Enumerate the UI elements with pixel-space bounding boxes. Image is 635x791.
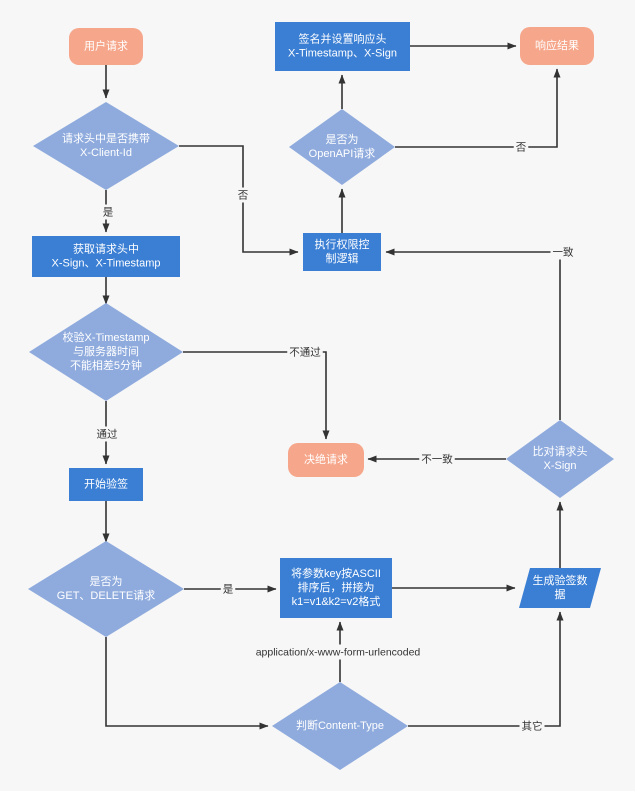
edge-e-contenttype-other: 其它 <box>408 611 564 734</box>
edge-label-background <box>220 581 236 597</box>
node-reject[interactable]: 决绝请求 <box>288 443 364 477</box>
edge-e-isget-yes: 是 <box>184 581 277 597</box>
decision-shape <box>28 541 184 637</box>
edge-label-background <box>243 644 433 660</box>
process-shape <box>280 558 392 618</box>
node-start[interactable]: 用户请求 <box>69 28 143 65</box>
terminator-shape <box>520 27 594 65</box>
edge-label-background <box>550 244 576 260</box>
node-response[interactable]: 响应结果 <box>520 27 594 65</box>
node-content-type[interactable]: 判断Content-Type <box>272 682 408 770</box>
edge-e-isopenapi-no: 否 <box>395 68 561 155</box>
edge-e-isget-no <box>105 637 269 730</box>
edge-path <box>385 248 561 420</box>
edge-e-verify-pass: 通过 <box>94 401 120 465</box>
decision-shape <box>289 109 395 185</box>
edge-path <box>395 68 561 148</box>
edge-label: application/x-www-form-urlencoded <box>256 646 421 658</box>
process-shape <box>275 22 410 71</box>
decision-shape <box>33 102 179 190</box>
edge-label-background <box>287 344 323 360</box>
edge-label: 一致 <box>553 245 574 258</box>
edge-label: 通过 <box>97 427 118 440</box>
edge-label-background <box>519 718 545 734</box>
edge-e-compare-match: 一致 <box>385 244 576 420</box>
edge-label-background <box>235 187 251 203</box>
edge-label-background <box>100 204 116 220</box>
edge-label: 不一致 <box>421 452 453 465</box>
edge-e-compare-mismatch: 不一致 <box>367 451 506 467</box>
decision-shape <box>506 420 614 498</box>
terminator-shape <box>288 443 364 477</box>
edge-path <box>408 611 564 727</box>
edge-label: 否 <box>238 189 249 201</box>
process-shape <box>69 468 143 501</box>
process-shape <box>32 236 180 277</box>
data-shape <box>519 568 601 608</box>
edge-label: 是 <box>103 206 114 218</box>
edge-label: 其它 <box>522 719 543 732</box>
edge-path <box>105 637 269 730</box>
node-start-verify[interactable]: 开始验签 <box>69 468 143 501</box>
edge-e-verify-fail: 不通过 <box>183 344 330 440</box>
process-shape <box>303 233 381 271</box>
edge-label-background <box>513 139 529 155</box>
edge-label-background <box>94 426 120 442</box>
terminator-shape <box>69 28 143 65</box>
decision-shape <box>272 682 408 770</box>
edge-label: 不通过 <box>289 345 321 358</box>
edge-label-background <box>419 451 455 467</box>
edge-e-contenttype-form: application/x-www-form-urlencoded <box>243 621 433 682</box>
edge-path <box>183 351 330 440</box>
edge-layer: 是否不通过通过是application/x-www-form-urlencode… <box>94 42 576 734</box>
decision-shape <box>29 303 183 401</box>
edge-label: 是 <box>223 583 234 595</box>
edge-label: 否 <box>516 141 527 153</box>
edge-e-hasclient-yes: 是 <box>100 190 116 233</box>
edge-e-hasclient-no: 否 <box>179 145 299 256</box>
